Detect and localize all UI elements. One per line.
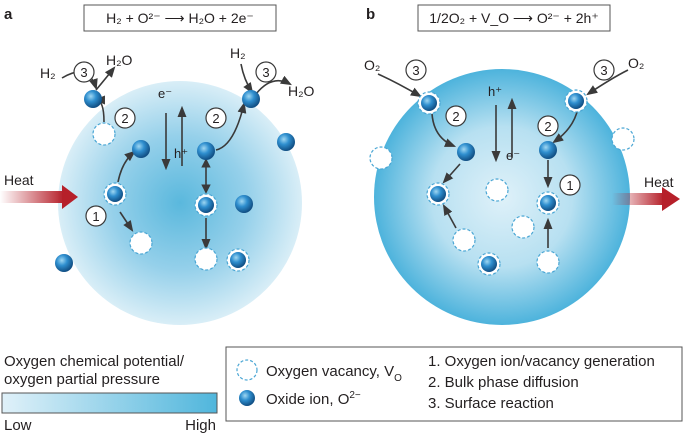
symbol-legend-box [225, 346, 683, 422]
panel-b-oxide-ion [430, 186, 446, 202]
legend-step-3: 3. Surface reaction [428, 395, 554, 412]
panel-a-step-marker-2-right: 2 [205, 107, 227, 129]
panel-b-heat-arrow-shaft [612, 193, 664, 205]
legend-step-2: 2. Bulk phase diffusion [428, 374, 579, 391]
gradient-legend-bar [1, 392, 218, 414]
panel-b-vacancy [452, 228, 476, 252]
panel-a-oxide-ion [242, 90, 260, 108]
panel-b-o2-left: O₂ [364, 57, 380, 73]
svg-text:2: 2 [212, 111, 219, 126]
panel-b-heat-label: Heat [644, 174, 674, 190]
panel-a-vacancy [194, 247, 218, 271]
panel-a-oxide-ion [55, 254, 73, 272]
panel-a-diffusion-arrow-3 [215, 101, 247, 151]
panel-b-vacancy [536, 250, 560, 274]
panel-a-hole-label: h⁺ [174, 146, 188, 161]
gradient-legend-title-line2: oxygen partial pressure [4, 371, 160, 388]
panel-a-step-marker-1: 1 [85, 205, 107, 227]
legend-vacancy-label: Oxygen vacancy, VO [266, 363, 402, 384]
panel-b-heat-arrow-head [662, 187, 680, 211]
panel-a-oxide-ion [230, 252, 246, 268]
panel-a-letter: a [4, 6, 13, 23]
svg-text:2: 2 [544, 119, 551, 134]
panel-b-oxide-ion [421, 95, 437, 111]
svg-text:2: 2 [452, 109, 459, 124]
panel-a-h2o-out-arrow-right [255, 75, 292, 95]
panel-b-equation: 1/2O₂ + V_O ⟶ O²⁻ + 2h⁺ [429, 10, 598, 26]
legend-oxide-label: Oxide ion, O2− [266, 390, 361, 408]
panel-a-h2o-out-arrow-left [95, 66, 116, 91]
panel-b-equation-box [417, 4, 611, 32]
panel-b-vacancy [485, 178, 509, 202]
panel-b-letter: b [366, 6, 375, 23]
panel-b-step-marker-2-left: 2 [445, 105, 467, 127]
panel-b-oxide-ion [568, 93, 584, 109]
panel-b-vacancy [369, 146, 393, 170]
panel-b-o2-in-arrow-left [377, 73, 422, 98]
panel-b-oxide-ion [540, 195, 556, 211]
panel-a-diffusion-arrow-2 [117, 150, 136, 183]
panel-a-vacancy [129, 231, 153, 255]
panel-a-electron-label: e⁻ [158, 86, 172, 101]
svg-text:3: 3 [80, 65, 87, 80]
gradient-legend: Oxygen chemical potential/ oxygen partia… [1, 353, 218, 433]
panel-a-generation-arrow-left [119, 211, 134, 232]
panel-a-oxide-ion [132, 140, 150, 158]
svg-text:3: 3 [262, 65, 269, 80]
panel-b-step-marker-3-left: 3 [405, 59, 427, 81]
panel-a-equation-box [83, 4, 277, 32]
panel-b-step-marker-3-right: 3 [593, 59, 615, 81]
panel-a-h2o-right: H₂O [288, 83, 315, 99]
panel-a-oxide-ion [107, 186, 123, 202]
panel-b-vacancy [611, 127, 635, 151]
legend-vacancy-symbol [236, 359, 258, 381]
panel-a-step-marker-2-left: 2 [114, 107, 136, 129]
panel-b-vacancy [511, 215, 535, 239]
legend-oxide-symbol [239, 390, 255, 406]
panel-b-hole-label: h⁺ [488, 84, 502, 99]
panel-a: a H₂ + O²⁻ ⟶ H₂O + 2e⁻ Heat e⁻ h⁺ H₂ H₂O… [0, 4, 315, 325]
panel-b-o2-in-arrow-right [586, 69, 629, 96]
legend-step-1: 1. Oxygen ion/vacancy generation [428, 353, 655, 370]
panel-b-step-marker-2-right: 2 [537, 115, 559, 137]
panel-b-oxide-ion [481, 256, 497, 272]
panel-a-oxide-ion [235, 195, 253, 213]
panel-a-heat-arrow-head [62, 185, 78, 209]
panel-b-generation-arrow-3 [442, 204, 457, 229]
panel-a-heat-label: Heat [4, 172, 34, 188]
panel-b-oxide-ion [539, 141, 557, 159]
panel-a-equation: H₂ + O²⁻ ⟶ H₂O + 2e⁻ [106, 10, 254, 26]
panel-a-h2o-left: H₂O [106, 52, 133, 68]
panel-a-sphere [58, 81, 302, 325]
gradient-legend-low: Low [4, 417, 32, 433]
gradient-legend-title-line1: Oxygen chemical potential/ [4, 353, 185, 370]
panel-a-oxide-ion [277, 133, 295, 151]
svg-text:3: 3 [412, 63, 419, 78]
svg-text:2: 2 [121, 111, 128, 126]
panel-b-oxide-ion [457, 143, 475, 161]
panel-a-h2-in-arrow-right [240, 63, 254, 94]
symbol-legend: Oxygen vacancy, VO Oxide ion, O2− 1. Oxy… [225, 346, 683, 422]
panel-b-o2-right: O₂ [628, 55, 644, 71]
panel-b: b 1/2O₂ + V_O ⟶ O²⁻ + 2h⁺ Heat h⁺ e⁻ O₂ … [364, 4, 680, 325]
panel-a-oxide-ion [198, 197, 214, 213]
panel-a-h2-left: H₂ [40, 65, 56, 81]
svg-text:1: 1 [566, 178, 573, 193]
panel-a-step-marker-3-left: 3 [73, 61, 95, 83]
panel-a-heat-arrow-shaft [0, 191, 64, 203]
panel-b-diffusion-arrow-1 [431, 113, 457, 147]
panel-b-step-marker-1: 1 [559, 174, 581, 196]
panel-b-diffusion-arrow-3 [442, 163, 461, 184]
panel-a-oxide-ion [197, 142, 215, 160]
svg-text:3: 3 [600, 63, 607, 78]
panel-a-h2-right: H₂ [230, 45, 246, 61]
panel-b-electron-label: e⁻ [506, 148, 520, 163]
panel-a-vacancy [92, 122, 116, 146]
panel-a-oxide-ion [84, 90, 102, 108]
panel-a-step-marker-3-right: 3 [255, 61, 277, 83]
gradient-legend-high: High [185, 417, 216, 433]
svg-text:1: 1 [92, 209, 99, 224]
